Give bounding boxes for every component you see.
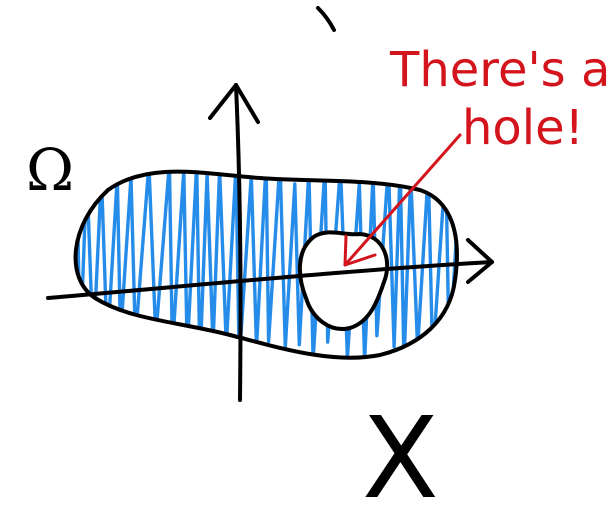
x-axis-arrowhead [466, 238, 494, 284]
annotation-line-2: hole! [462, 100, 584, 156]
x-axis [46, 238, 494, 300]
top-edge-stroke [316, 6, 336, 32]
region-outline [73, 169, 459, 360]
hole-outline [297, 230, 390, 331]
annotation-arrowhead [343, 234, 377, 267]
space-x-label: X [362, 394, 439, 515]
annotation-line-1: There's a [389, 42, 610, 98]
shading-scribble [75, 171, 457, 358]
annotation-arrow [343, 133, 462, 267]
omega-label: Ω [26, 136, 74, 204]
y-axis-arrowhead [208, 83, 260, 124]
region-shading [75, 171, 457, 358]
hole-fill [299, 232, 388, 329]
y-axis [208, 83, 260, 402]
